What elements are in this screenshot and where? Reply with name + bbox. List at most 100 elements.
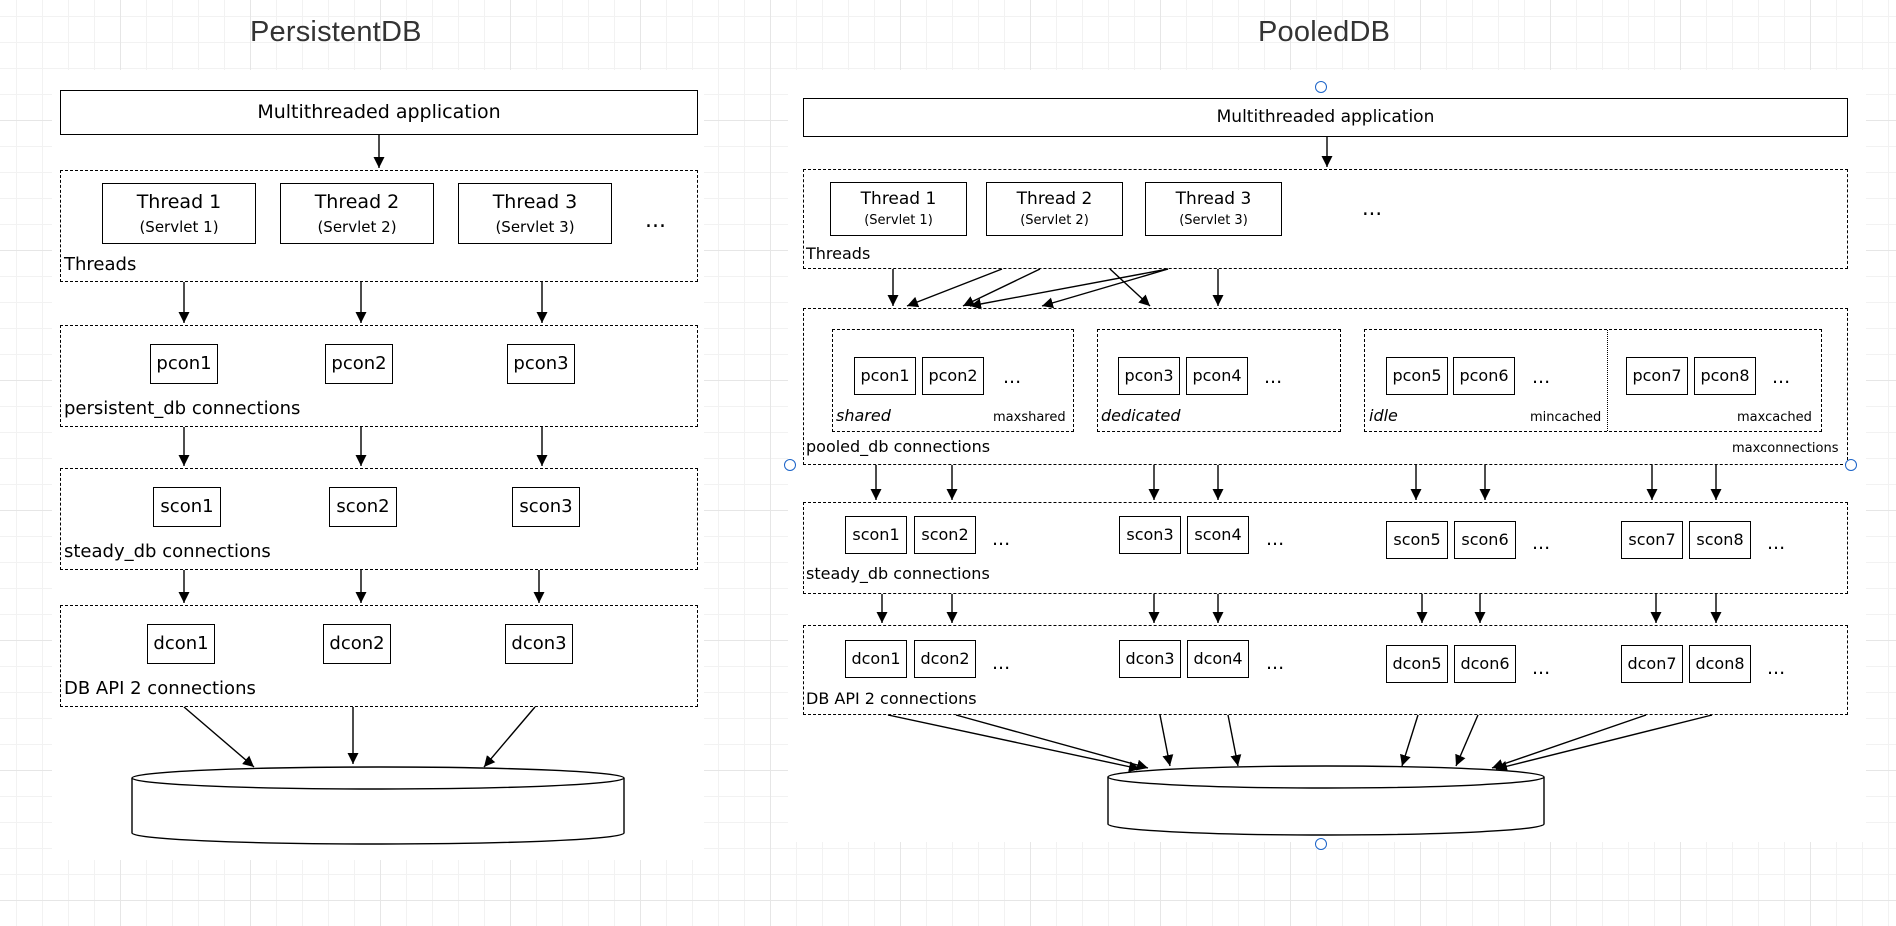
connection-label: dcon3 (1125, 649, 1175, 669)
connection-label: dcon2 (920, 649, 970, 669)
connection-label: scon2 (921, 525, 969, 545)
threads-more-ellipsis: ... (1362, 196, 1383, 220)
thread-2-box: Thread 2 (Servlet 2) (280, 183, 434, 244)
dcon3-box: dcon3 (505, 624, 573, 664)
connection-label: scon7 (1628, 530, 1676, 550)
dedicated-pool (1097, 329, 1341, 432)
connection-label: pcon6 (1459, 366, 1509, 386)
scon-more-ellipsis-3: ... (1532, 532, 1551, 554)
maxconnections-label: maxconnections (1732, 441, 1839, 456)
connection-label: scon6 (1461, 530, 1509, 550)
steady-db-connections-label: steady_db connections (806, 564, 990, 583)
pcon5-box: pcon5 (1386, 357, 1448, 395)
dcon7-box: dcon7 (1621, 645, 1683, 683)
scon8-box: scon8 (1689, 521, 1751, 559)
idle-more-ellipsis: ... (1532, 366, 1551, 388)
scon3-box: scon3 (512, 487, 580, 527)
shared-label: shared (836, 406, 891, 425)
steady-db-connections-group (60, 468, 698, 570)
connection-label: dcon6 (1460, 654, 1510, 674)
scon2-box: scon2 (914, 516, 976, 554)
thread-name: Thread 2 (314, 191, 400, 214)
scon5-box: scon5 (1386, 521, 1448, 559)
scon-more-ellipsis-2: ... (1266, 528, 1285, 550)
scon-more-ellipsis-4: ... (1767, 532, 1786, 554)
connection-label: pcon7 (1632, 366, 1682, 386)
connection-label: scon4 (1194, 525, 1242, 545)
connection-label: scon1 (852, 525, 900, 545)
connection-label: pcon3 (1124, 366, 1174, 386)
pcon4-box: pcon4 (1186, 357, 1248, 395)
db-api-2-connections-label: DB API 2 connections (64, 678, 256, 699)
connection-label: pcon2 (331, 353, 387, 375)
scon6-box: scon6 (1454, 521, 1516, 559)
selection-handle-left[interactable] (784, 459, 796, 471)
pcon7-box: pcon7 (1626, 357, 1688, 395)
dcon-more-ellipsis-1: ... (992, 652, 1011, 674)
selection-handle-bottom[interactable] (1315, 838, 1327, 850)
thread-servlet: (Servlet 2) (1020, 213, 1089, 229)
dcon3-box: dcon3 (1119, 640, 1181, 678)
thread-servlet: (Servlet 1) (139, 217, 219, 236)
connection-label: pcon3 (513, 353, 569, 375)
connection-label: dcon1 (153, 633, 209, 655)
connection-label: pcon2 (928, 366, 978, 386)
thread-name: Thread 1 (860, 189, 937, 209)
dedicated-label: dedicated (1101, 406, 1181, 425)
maxshared-label: maxshared (993, 410, 1066, 425)
maxcached-label: maxcached (1737, 410, 1812, 425)
dcon6-box: dcon6 (1454, 645, 1516, 683)
pooled-db-connections-label: pooled_db connections (806, 437, 991, 456)
idle-label: idle (1369, 406, 1398, 425)
cached-more-ellipsis: ... (1772, 366, 1791, 388)
db-api-2-connections-label: DB API 2 connections (806, 689, 977, 708)
shared-pool (832, 329, 1074, 432)
connection-label: pcon8 (1700, 366, 1750, 386)
scon2-box: scon2 (329, 487, 397, 527)
threads-group (60, 170, 698, 282)
persistent-db-connections-group (60, 325, 698, 427)
connection-label: pcon4 (1192, 366, 1242, 386)
scon7-box: scon7 (1621, 521, 1683, 559)
pcon1-box: pcon1 (854, 357, 916, 395)
connection-label: dcon4 (1193, 649, 1243, 669)
connection-label: dcon3 (511, 633, 567, 655)
cached-pool (1364, 329, 1822, 432)
db-api-2-connections-group (803, 625, 1848, 715)
connection-label: scon5 (1393, 530, 1441, 550)
selection-handle-top[interactable] (1315, 81, 1327, 93)
pcon1-box: pcon1 (150, 344, 218, 384)
connection-label: pcon1 (156, 353, 212, 375)
thread-name: Thread 1 (136, 191, 222, 214)
pcon3-box: pcon3 (507, 344, 575, 384)
dcon4-box: dcon4 (1187, 640, 1249, 678)
thread-servlet: (Servlet 3) (1179, 213, 1248, 229)
connection-label: pcon1 (860, 366, 910, 386)
connection-label: scon8 (1696, 530, 1744, 550)
threads-label: Threads (64, 254, 137, 275)
thread-servlet: (Servlet 1) (864, 213, 933, 229)
persistent-db-connections-label: persistent_db connections (64, 398, 301, 419)
connection-label: pcon5 (1392, 366, 1442, 386)
thread-1-box: Thread 1 (Servlet 1) (830, 182, 967, 236)
pcon8-box: pcon8 (1694, 357, 1756, 395)
pcon3-box: pcon3 (1118, 357, 1180, 395)
multithreaded-application-box: Multithreaded application (803, 98, 1848, 137)
scon1-box: scon1 (845, 516, 907, 554)
pcon2-box: pcon2 (325, 344, 393, 384)
database-label: Database (1285, 799, 1367, 819)
steady-db-connections-group (803, 502, 1848, 594)
dedicated-more-ellipsis: ... (1264, 366, 1283, 388)
scon-more-ellipsis-1: ... (992, 528, 1011, 550)
idle-cached-divider (1607, 330, 1608, 431)
dcon1-box: dcon1 (845, 640, 907, 678)
dcon-more-ellipsis-3: ... (1532, 657, 1551, 679)
pooleddb-panel (788, 70, 1866, 842)
dcon2-box: dcon2 (914, 640, 976, 678)
multithreaded-application-box: Multithreaded application (60, 90, 698, 135)
connection-label: dcon1 (851, 649, 901, 669)
selection-handle-right[interactable] (1845, 459, 1857, 471)
threads-more-ellipsis: ... (645, 208, 666, 233)
dcon-more-ellipsis-4: ... (1767, 657, 1786, 679)
connection-label: dcon5 (1392, 654, 1442, 674)
